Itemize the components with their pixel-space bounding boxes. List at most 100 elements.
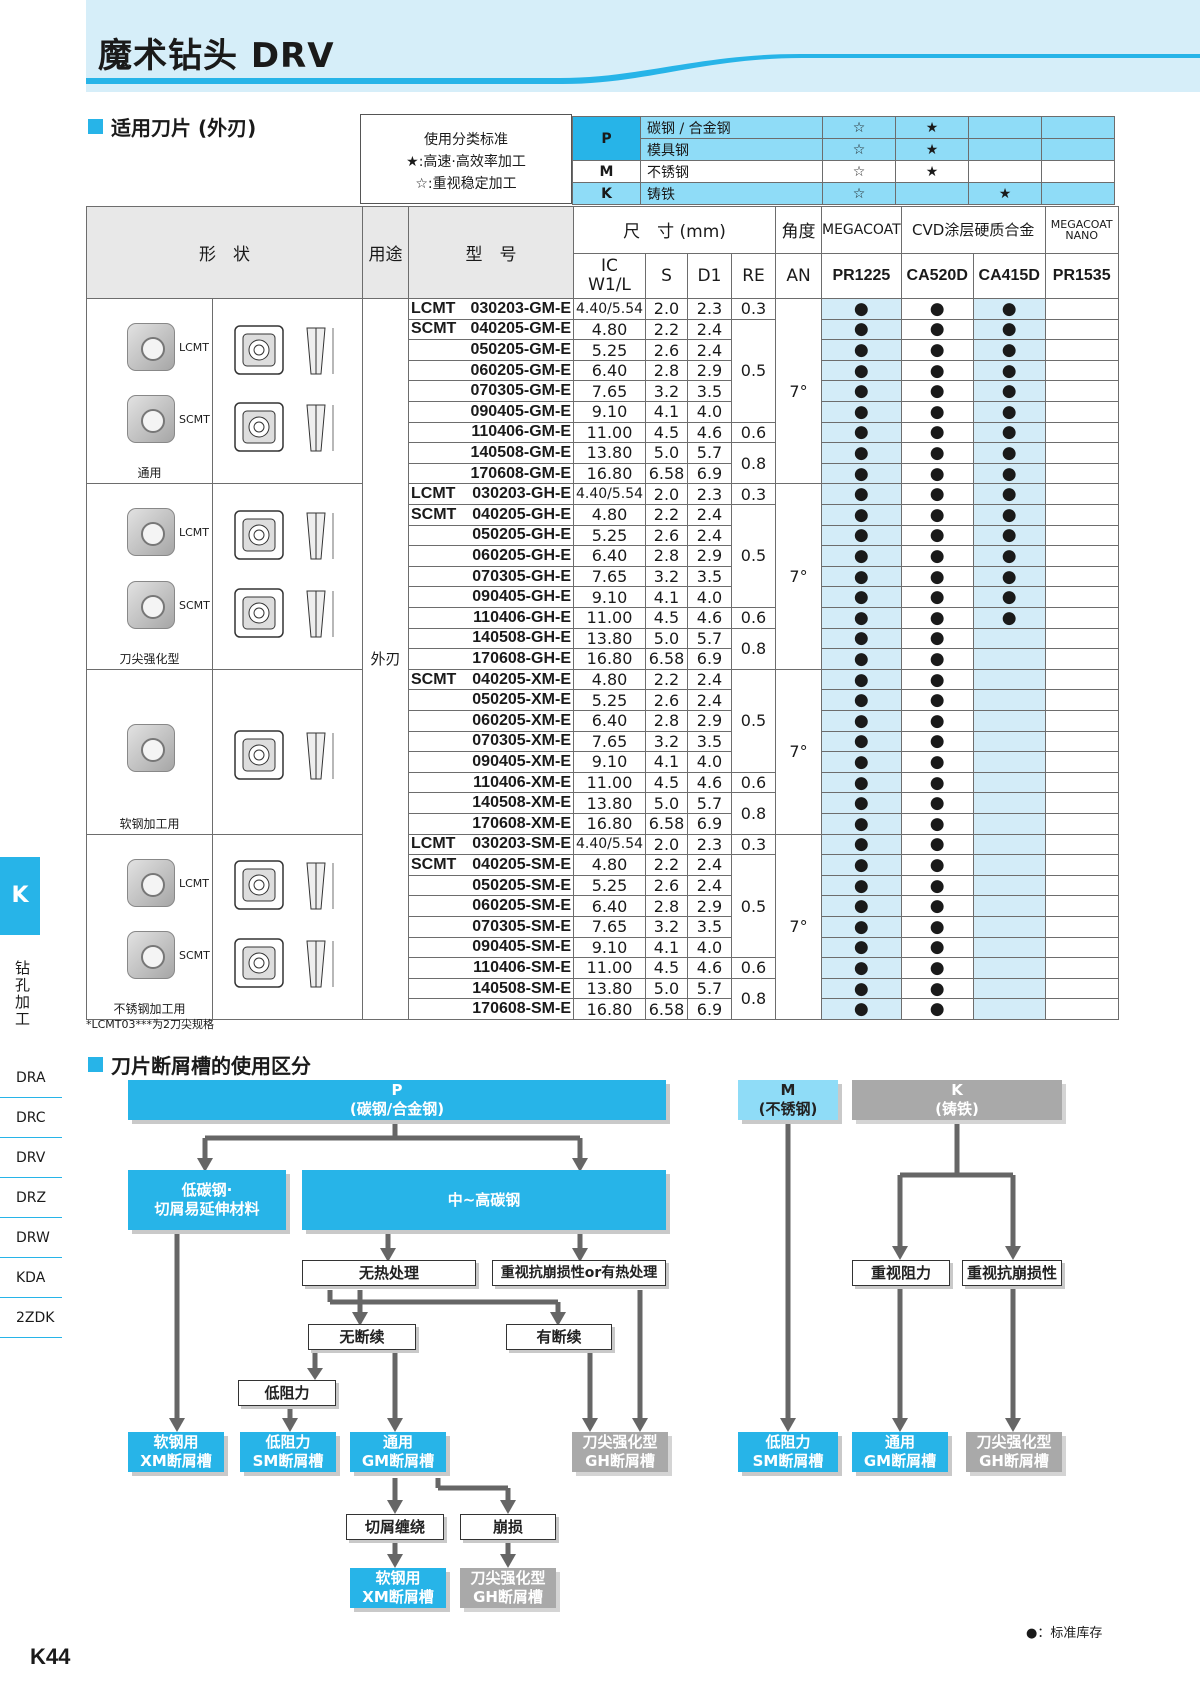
dim-ic: 4.40/5.54 bbox=[573, 298, 646, 320]
dim-s: 2.2 bbox=[645, 318, 688, 341]
stock-dot: ● bbox=[972, 545, 1046, 567]
stock-dot: ● bbox=[972, 339, 1046, 361]
side-nav-item-drw[interactable]: DRW bbox=[0, 1218, 62, 1258]
header-ic-label: IC bbox=[601, 255, 618, 276]
stock-dot: ● bbox=[972, 298, 1046, 320]
model-number: 090405-GH-E bbox=[408, 586, 574, 608]
dim-d1: 2.4 bbox=[687, 524, 732, 547]
insert-type-label: LCMT bbox=[179, 526, 210, 540]
flow-mid-high-carbon: 中~高碳钢 bbox=[302, 1170, 666, 1230]
dim-ic: 4.80 bbox=[573, 318, 646, 341]
material-mark: ☆ bbox=[822, 138, 896, 161]
side-nav-item-drv[interactable]: DRV bbox=[0, 1138, 62, 1178]
dim-ic: 6.40 bbox=[573, 545, 646, 567]
model-prefix: SCMT bbox=[411, 505, 457, 523]
insert-dimension-drawing bbox=[234, 510, 334, 560]
flow-result-line1: 通用 bbox=[382, 1433, 413, 1451]
page-number: K44 bbox=[30, 1644, 71, 1669]
flow-chipping: 崩损 bbox=[460, 1514, 556, 1540]
model-code: 140508-GH-E bbox=[472, 629, 571, 647]
stock-dot: ● bbox=[972, 421, 1046, 444]
dim-ic: 9.10 bbox=[573, 586, 646, 608]
material-name: 铸铁 bbox=[640, 182, 823, 205]
dim-ic: 4.80 bbox=[573, 668, 646, 691]
model-code: 090405-GH-E bbox=[472, 588, 571, 606]
stock-dot bbox=[1044, 627, 1119, 650]
material-mark: ★ bbox=[895, 160, 969, 183]
model-number: 140508-XM-E bbox=[408, 792, 574, 814]
flow-result-line2: GH断屑槽 bbox=[473, 1588, 543, 1606]
flow-low-carbon-line2: 切屑易延伸材料 bbox=[154, 1200, 260, 1218]
stock-dot bbox=[1044, 977, 1119, 1000]
model-code: 060205-GH-E bbox=[472, 546, 571, 564]
section-chipbreaker-usage: 刀片断屑槽的使用区分 bbox=[88, 1050, 311, 1079]
dim-d1: 2.3 bbox=[687, 483, 732, 505]
model-code: 140508-SM-E bbox=[472, 979, 571, 997]
dim-d1: 2.4 bbox=[687, 689, 732, 711]
flow-low-carbon-steel: 低碳钢· 切屑易延伸材料 bbox=[128, 1170, 286, 1230]
flow-result-line2: XM断屑槽 bbox=[140, 1452, 212, 1470]
dim-s: 6.58 bbox=[645, 998, 688, 1020]
model-code: 070305-SM-E bbox=[472, 917, 571, 935]
model-code: 050205-SM-E bbox=[472, 876, 571, 894]
model-code: 070305-XM-E bbox=[472, 732, 571, 750]
model-code: 090405-GM-E bbox=[470, 402, 572, 420]
flow-result-gh: 刀尖强化型 GH断屑槽 bbox=[572, 1432, 668, 1472]
dim-d1: 4.0 bbox=[687, 586, 732, 608]
dim-ic: 13.80 bbox=[573, 627, 646, 650]
stock-dot bbox=[972, 627, 1046, 650]
dim-d1: 4.6 bbox=[687, 957, 732, 979]
side-tab-k[interactable]: K bbox=[0, 857, 40, 935]
insert-drawing-cell bbox=[212, 483, 363, 670]
flow-result-line1: 软钢用 bbox=[375, 1569, 421, 1587]
page-title: 魔术钻头 DRV bbox=[98, 36, 335, 76]
dim-ic: 7.65 bbox=[573, 380, 646, 402]
dim-ic: 7.65 bbox=[573, 565, 646, 588]
dim-d1: 5.7 bbox=[687, 442, 732, 464]
stock-dot: ● bbox=[821, 400, 902, 423]
flow-result-gm: 通用 GM断屑槽 bbox=[350, 1432, 446, 1472]
insert-dimension-drawing bbox=[234, 729, 334, 780]
table-footnote: *LCMT03***为2刀尖规格 bbox=[86, 1018, 215, 1031]
side-nav-item-kda[interactable]: KDA bbox=[0, 1258, 62, 1298]
flow-result-line2: GM断屑槽 bbox=[361, 1452, 435, 1470]
model-code: 040205-GH-E bbox=[472, 505, 571, 523]
dim-s: 3.2 bbox=[645, 380, 688, 402]
model-code: 070305-GH-E bbox=[472, 567, 571, 585]
stock-dot: ● bbox=[821, 462, 902, 485]
insert-photo-icon bbox=[127, 580, 175, 629]
side-nav-item-drz[interactable]: DRZ bbox=[0, 1178, 62, 1218]
header-grade-ca415d: CA415D bbox=[972, 252, 1046, 300]
dim-s: 5.0 bbox=[645, 627, 688, 650]
flow-result-line1: 低阻力 bbox=[765, 1433, 811, 1451]
dim-ic: 9.10 bbox=[573, 400, 646, 423]
insert-photo-icon bbox=[127, 858, 175, 907]
side-nav-item-2zdk[interactable]: 2ZDK bbox=[0, 1298, 62, 1338]
stock-dot: ● bbox=[821, 874, 902, 897]
dim-d1: 2.4 bbox=[687, 668, 732, 691]
insert-group-name: 软钢加工用 bbox=[119, 816, 180, 831]
header-an: AN bbox=[775, 252, 822, 300]
flow-result-xm: 软钢用 XM断屑槽 bbox=[128, 1432, 224, 1472]
stock-dot: ● bbox=[821, 771, 902, 794]
stock-dot: ● bbox=[821, 957, 902, 979]
dim-ic: 13.80 bbox=[573, 442, 646, 464]
side-nav-item-dra[interactable]: DRA bbox=[0, 1058, 62, 1098]
dim-d1: 2.4 bbox=[687, 503, 732, 526]
model-code: 140508-XM-E bbox=[472, 794, 571, 812]
dim-d1: 3.5 bbox=[687, 565, 732, 588]
model-code: 060205-SM-E bbox=[472, 897, 571, 915]
model-code: 110406-GH-E bbox=[473, 608, 571, 626]
stock-dot: ● bbox=[821, 524, 902, 547]
material-mark bbox=[895, 182, 969, 205]
side-nav-item-drc[interactable]: DRC bbox=[0, 1098, 62, 1138]
flow-low-carbon-line1: 低碳钢· bbox=[181, 1181, 233, 1199]
